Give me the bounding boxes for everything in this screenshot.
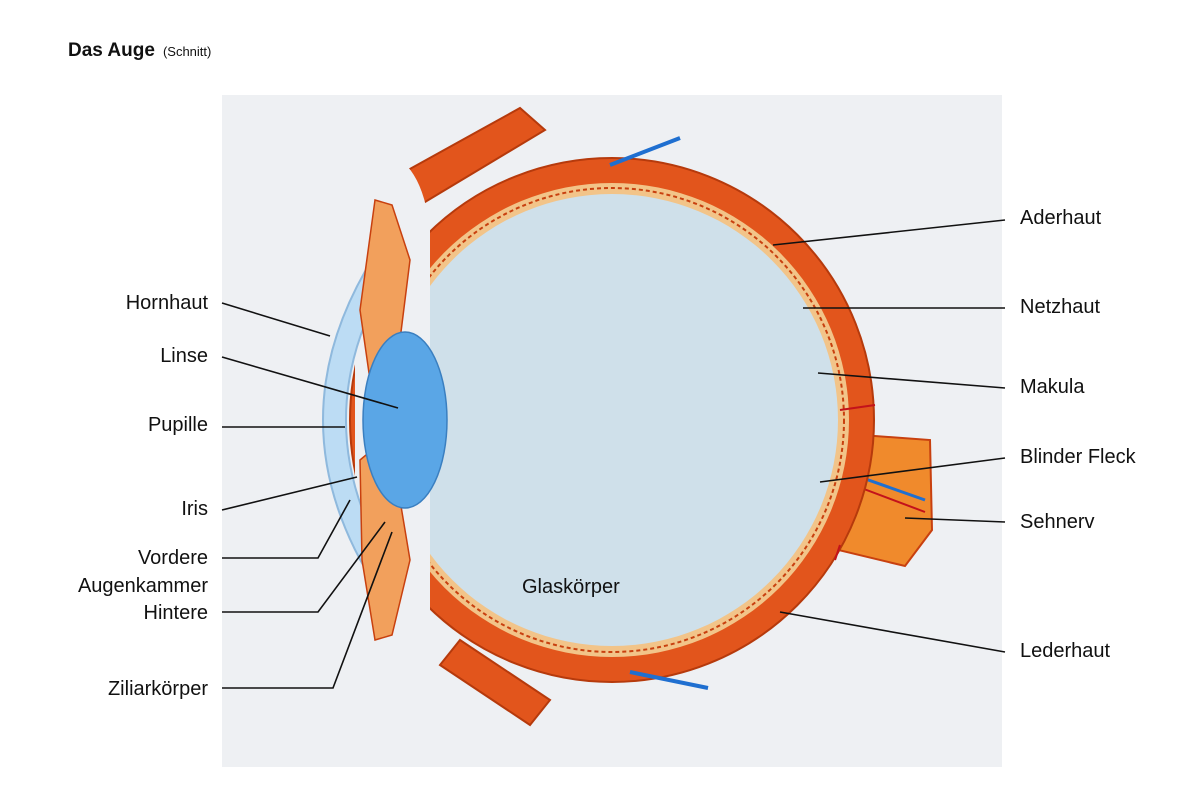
- label-augenkammer: Augenkammer: [40, 574, 208, 598]
- lens: [363, 332, 447, 508]
- label-pupille: Pupille: [100, 413, 208, 437]
- label-netzhaut: Netzhaut: [1020, 295, 1100, 319]
- label-linse: Linse: [100, 344, 208, 368]
- label-glaskoerper: Glaskörper: [522, 575, 620, 599]
- label-ziliarkoerper: Ziliarkörper: [40, 677, 208, 701]
- label-vordere: Vordere: [40, 546, 208, 570]
- label-blinder-fleck: Blinder Fleck: [1020, 445, 1136, 469]
- label-aderhaut: Aderhaut: [1020, 206, 1101, 230]
- label-hornhaut: Hornhaut: [100, 291, 208, 315]
- label-makula: Makula: [1020, 375, 1084, 399]
- label-iris: Iris: [100, 497, 208, 521]
- label-sehnerv: Sehnerv: [1020, 510, 1095, 534]
- label-hintere: Hintere: [40, 601, 208, 625]
- label-lederhaut: Lederhaut: [1020, 639, 1110, 663]
